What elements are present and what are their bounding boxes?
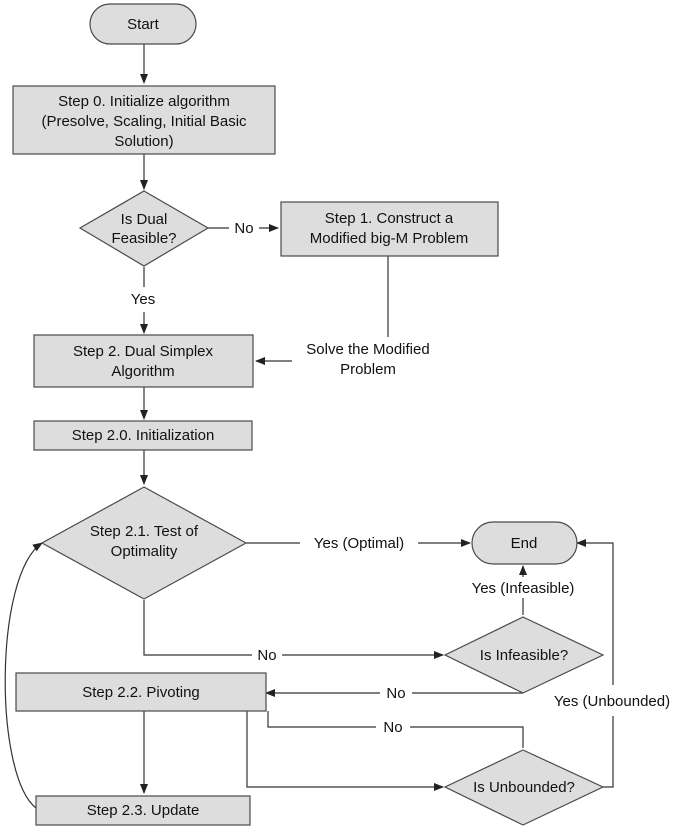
step1-line2: Modified big-M Problem [310,230,468,247]
label-no-unbounded: No [383,719,402,736]
step2-2-label: Step 2.2. Pivoting [82,684,200,701]
edge-unbounded-yes-to-end [577,543,614,788]
optimality-decision: Step 2.1. Test of Optimality [40,486,248,600]
start-node: Start [89,3,197,45]
step0-line3: Solution) [114,133,173,150]
step2-line1: Step 2. Dual Simplex [73,343,214,360]
step2-2-box: Step 2.2. Pivoting [15,672,267,712]
edge-labels: No Yes Solve the Modified Problem Yes (O… [131,220,670,736]
optimality-line1: Step 2.1. Test of [90,523,199,540]
label-solve-modified-line2: Problem [340,361,396,378]
label-no-optimality: No [257,647,276,664]
step2-3-box: Step 2.3. Update [35,795,251,826]
step2-0-box: Step 2.0. Initialization [33,420,253,451]
label-no-infeasible: No [386,685,405,702]
edge-unbounded-no-to-pivoting [267,711,524,748]
step2-box: Step 2. Dual Simplex Algorithm [33,334,254,388]
edge-update-loop-to-optimality [4,542,43,809]
edge-optimality-no-to-infeasible [143,600,443,655]
unbounded-label: Is Unbounded? [473,779,575,796]
step0-line1: Step 0. Initialize algorithm [58,93,230,110]
infeasible-label: Is Infeasible? [480,647,568,664]
start-label: Start [127,16,160,33]
infeasible-decision: Is Infeasible? [443,616,605,694]
step2-line2: Algorithm [111,363,174,380]
label-no-dual: No [234,220,253,237]
label-yes-dual: Yes [131,291,155,308]
step0-line2: (Presolve, Scaling, Initial Basic [41,113,247,130]
label-solve-modified-line1: Solve the Modified [306,341,429,358]
step1-box: Step 1. Construct a Modified big-M Probl… [280,201,499,257]
edges [4,44,614,809]
label-yes-optimal: Yes (Optimal) [314,535,404,552]
edge-step1-to-step2 [256,256,389,361]
step2-3-label: Step 2.3. Update [87,802,200,819]
step2-0-label: Step 2.0. Initialization [72,427,215,444]
end-label: End [511,535,538,552]
dual-feasible-line1: Is Dual [121,211,168,228]
unbounded-decision: Is Unbounded? [443,749,605,826]
optimality-line2: Optimality [111,543,178,560]
step0-box: Step 0. Initialize algorithm (Presolve, … [12,85,276,155]
label-yes-infeasible: Yes (Infeasible) [472,580,575,597]
label-yes-unbounded: Yes (Unbounded) [554,693,670,710]
dual-feasible-decision: Is Dual Feasible? [78,190,210,267]
edge-pivoting-to-unbounded [246,711,444,791]
end-node: End [471,521,578,565]
step1-line1: Step 1. Construct a [325,210,454,227]
dual-feasible-line2: Feasible? [111,230,176,247]
